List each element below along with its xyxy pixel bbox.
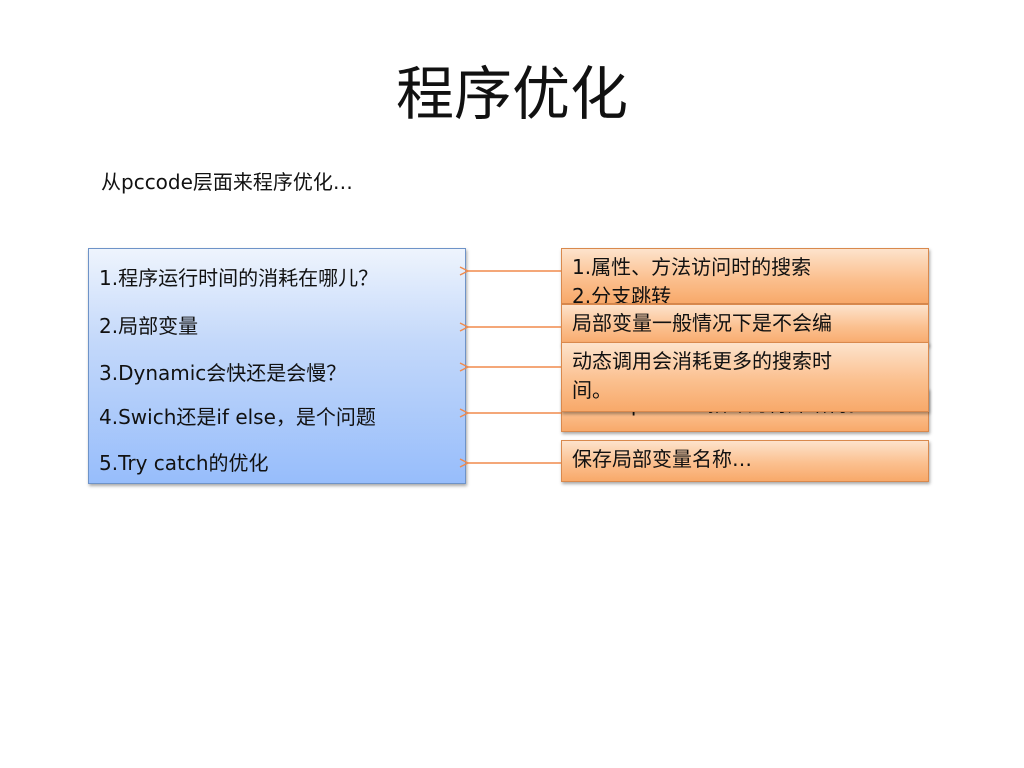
answer-try-catch-line-1: 保存局部变量名称… <box>572 447 752 471</box>
answer-local-variable-line-1: 局部变量一般情况下是不会编 <box>572 311 832 335</box>
slide-title: 程序优化 <box>395 60 628 128</box>
question-3: 3.Dynamic会快还是会慢？ <box>99 361 347 385</box>
answer-search-costs-line-2: 2.分支跳转 <box>572 284 672 304</box>
answer-search-costs: 1.属性、方法访问时的搜索 2.分支跳转 <box>561 248 929 304</box>
question-2: 2.局部变量 <box>99 314 199 338</box>
questions-box: 1.程序运行时间的消耗在哪儿？ 2.局部变量 3.Dynamic会快还是会慢？ … <box>88 248 466 484</box>
answer-dynamic-line-1: 动态调用会消耗更多的搜索时 <box>572 349 832 373</box>
answer-try-catch: 保存局部变量名称… <box>561 440 929 482</box>
question-5: 5.Try catch的优化 <box>99 451 269 475</box>
slide-subtitle: 从pccode层面来程序优化… <box>101 170 353 194</box>
question-1: 1.程序运行时间的消耗在哪儿？ <box>99 266 379 290</box>
answer-search-costs-line-1: 1.属性、方法访问时的搜索 <box>572 255 812 279</box>
answer-dynamic: 动态调用会消耗更多的搜索时 间。 <box>561 342 929 412</box>
answer-dynamic-line-2: 间。 <box>572 378 612 402</box>
answer-local-variable: 局部变量一般情况下是不会编 <box>561 304 929 346</box>
question-4: 4.Swich还是if else，是个问题 <box>99 405 376 429</box>
